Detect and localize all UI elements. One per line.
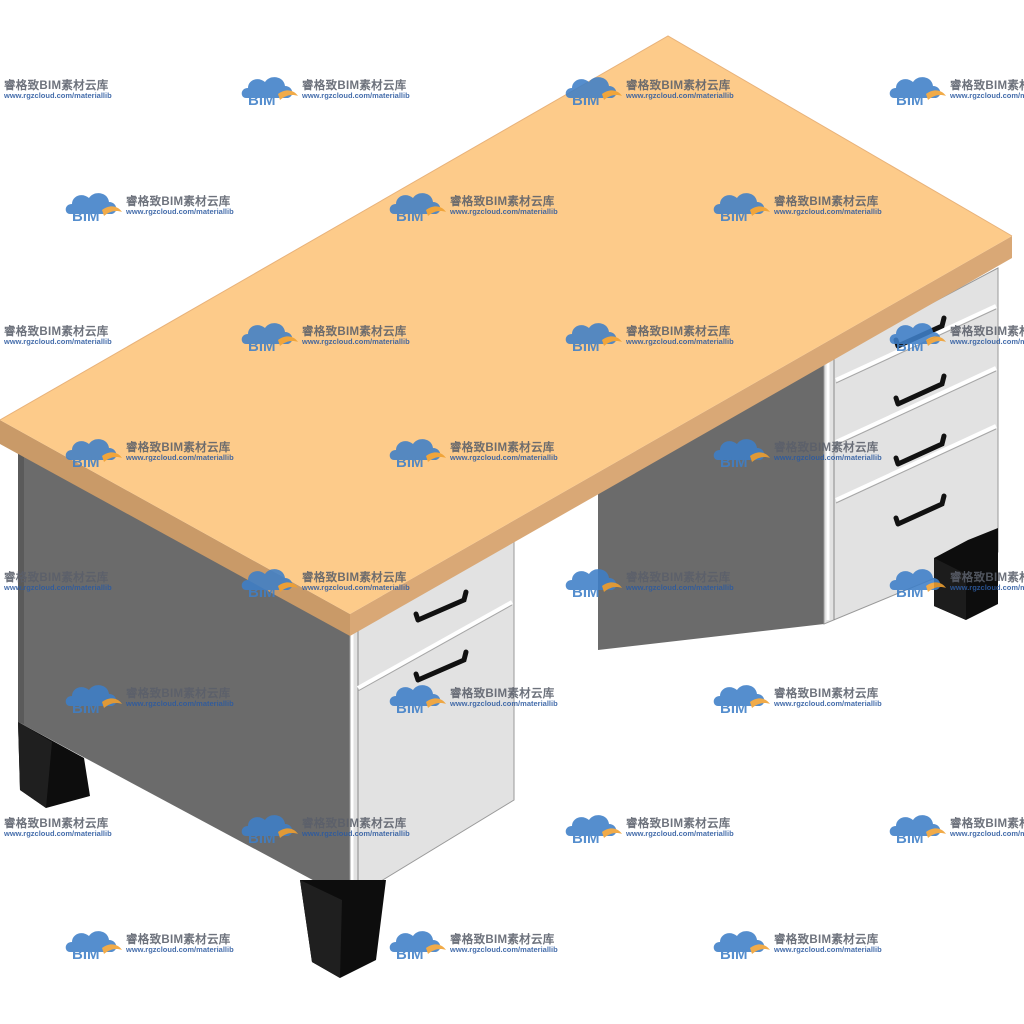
left-side-panel	[18, 446, 350, 900]
desktop-top-surface	[0, 36, 1012, 614]
drawer-handle	[413, 649, 469, 683]
desktop-side-edge	[350, 236, 1012, 636]
drawer-handle	[893, 493, 947, 527]
drawer-handle	[413, 589, 469, 623]
drawer-handle	[893, 373, 947, 407]
right-pedestal	[598, 267, 999, 650]
right-pedestal-side	[598, 360, 824, 650]
drawer-handle	[893, 433, 947, 467]
front-legs	[18, 722, 386, 978]
